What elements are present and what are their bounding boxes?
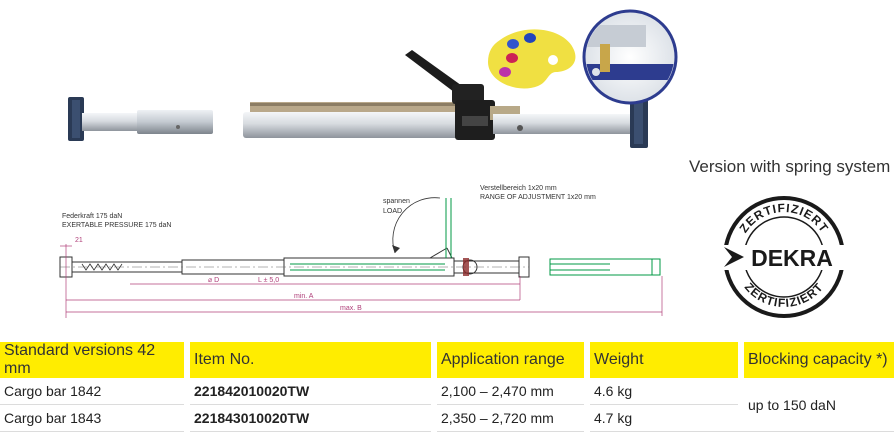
drawing-dimensions	[60, 244, 663, 318]
cell-application-range: 2,350 – 2,720 mm	[434, 404, 590, 432]
drawing-dim-l: L ± 5,0	[258, 277, 279, 284]
specification-table: Standard versions 42 mm Item No. Applica…	[0, 342, 894, 432]
left-tube-small	[82, 113, 140, 131]
right-tube	[493, 114, 643, 134]
header-standard-versions: Standard versions 42 mm	[0, 342, 190, 378]
color-palette-icon	[488, 29, 576, 89]
detail-zoom-circle	[582, 9, 678, 105]
header-weight: Weight	[587, 342, 744, 378]
drawing-spring	[81, 263, 123, 271]
cell-application-range: 2,100 – 2,470 mm	[434, 378, 590, 405]
cell-product-name: Cargo bar 1842	[0, 378, 190, 405]
cell-weight: 4.7 kg	[587, 404, 741, 432]
cell-product-name: Cargo bar 1843	[0, 404, 190, 432]
drawing-dim-min: min. A	[294, 293, 314, 300]
header-blocking-capacity: Blocking capacity *)	[741, 342, 894, 378]
badge-brand: DEKRA	[751, 245, 833, 271]
drawing-label-spring-de: Federkraft 175 daN	[62, 213, 122, 220]
drawing-label-spring-en: EXERTABLE PRESSURE 175 daN	[62, 222, 171, 229]
cell-item-no: 221843010020TW	[187, 404, 437, 432]
drawing-dim-21: 21	[75, 237, 83, 244]
lever-handle	[405, 50, 484, 104]
table-header-row: Standard versions 42 mm Item No. Applica…	[0, 342, 894, 378]
version-caption: Version with spring system	[689, 157, 891, 176]
drawing-label-adjust-en: RANGE OF ADJUSTMENT 1x20 mm	[480, 194, 596, 201]
main-tube	[243, 112, 463, 138]
drawing-green-overlay	[290, 198, 661, 276]
header-application-range: Application range	[434, 342, 590, 378]
cell-item-no: 221842010020TW	[187, 378, 437, 405]
cargo-bar-photo	[68, 9, 678, 148]
ratchet-rail	[250, 102, 460, 112]
header-item-no: Item No.	[187, 342, 437, 378]
drawing-dim-max: max. B	[340, 305, 362, 312]
table-row: Cargo bar 1842 221842010020TW 2,100 – 2,…	[0, 378, 894, 432]
drawing-label-adjust-de: Verstellbereich 1x20 mm	[480, 185, 557, 192]
drawing-label-load-en: LOAD	[383, 208, 402, 215]
cell-blocking-capacity: up to 150 daN	[741, 378, 894, 432]
dekra-certified-badge: ZERTIFIZIERT ZERTIFIZIERT DEKRA	[722, 196, 847, 318]
cell-weight: 4.6 kg	[587, 378, 744, 405]
left-tube-large	[137, 110, 213, 134]
right-end-plate	[630, 94, 648, 148]
drawing-label-load-de: spannen	[383, 198, 410, 205]
dekra-arrow-icon	[724, 247, 744, 267]
left-end-plate	[68, 97, 84, 141]
technical-drawing: Federkraft 175 daN EXERTABLE PRESSURE 17…	[59, 185, 663, 318]
drawing-dim-d: ⌀ D	[208, 277, 219, 284]
